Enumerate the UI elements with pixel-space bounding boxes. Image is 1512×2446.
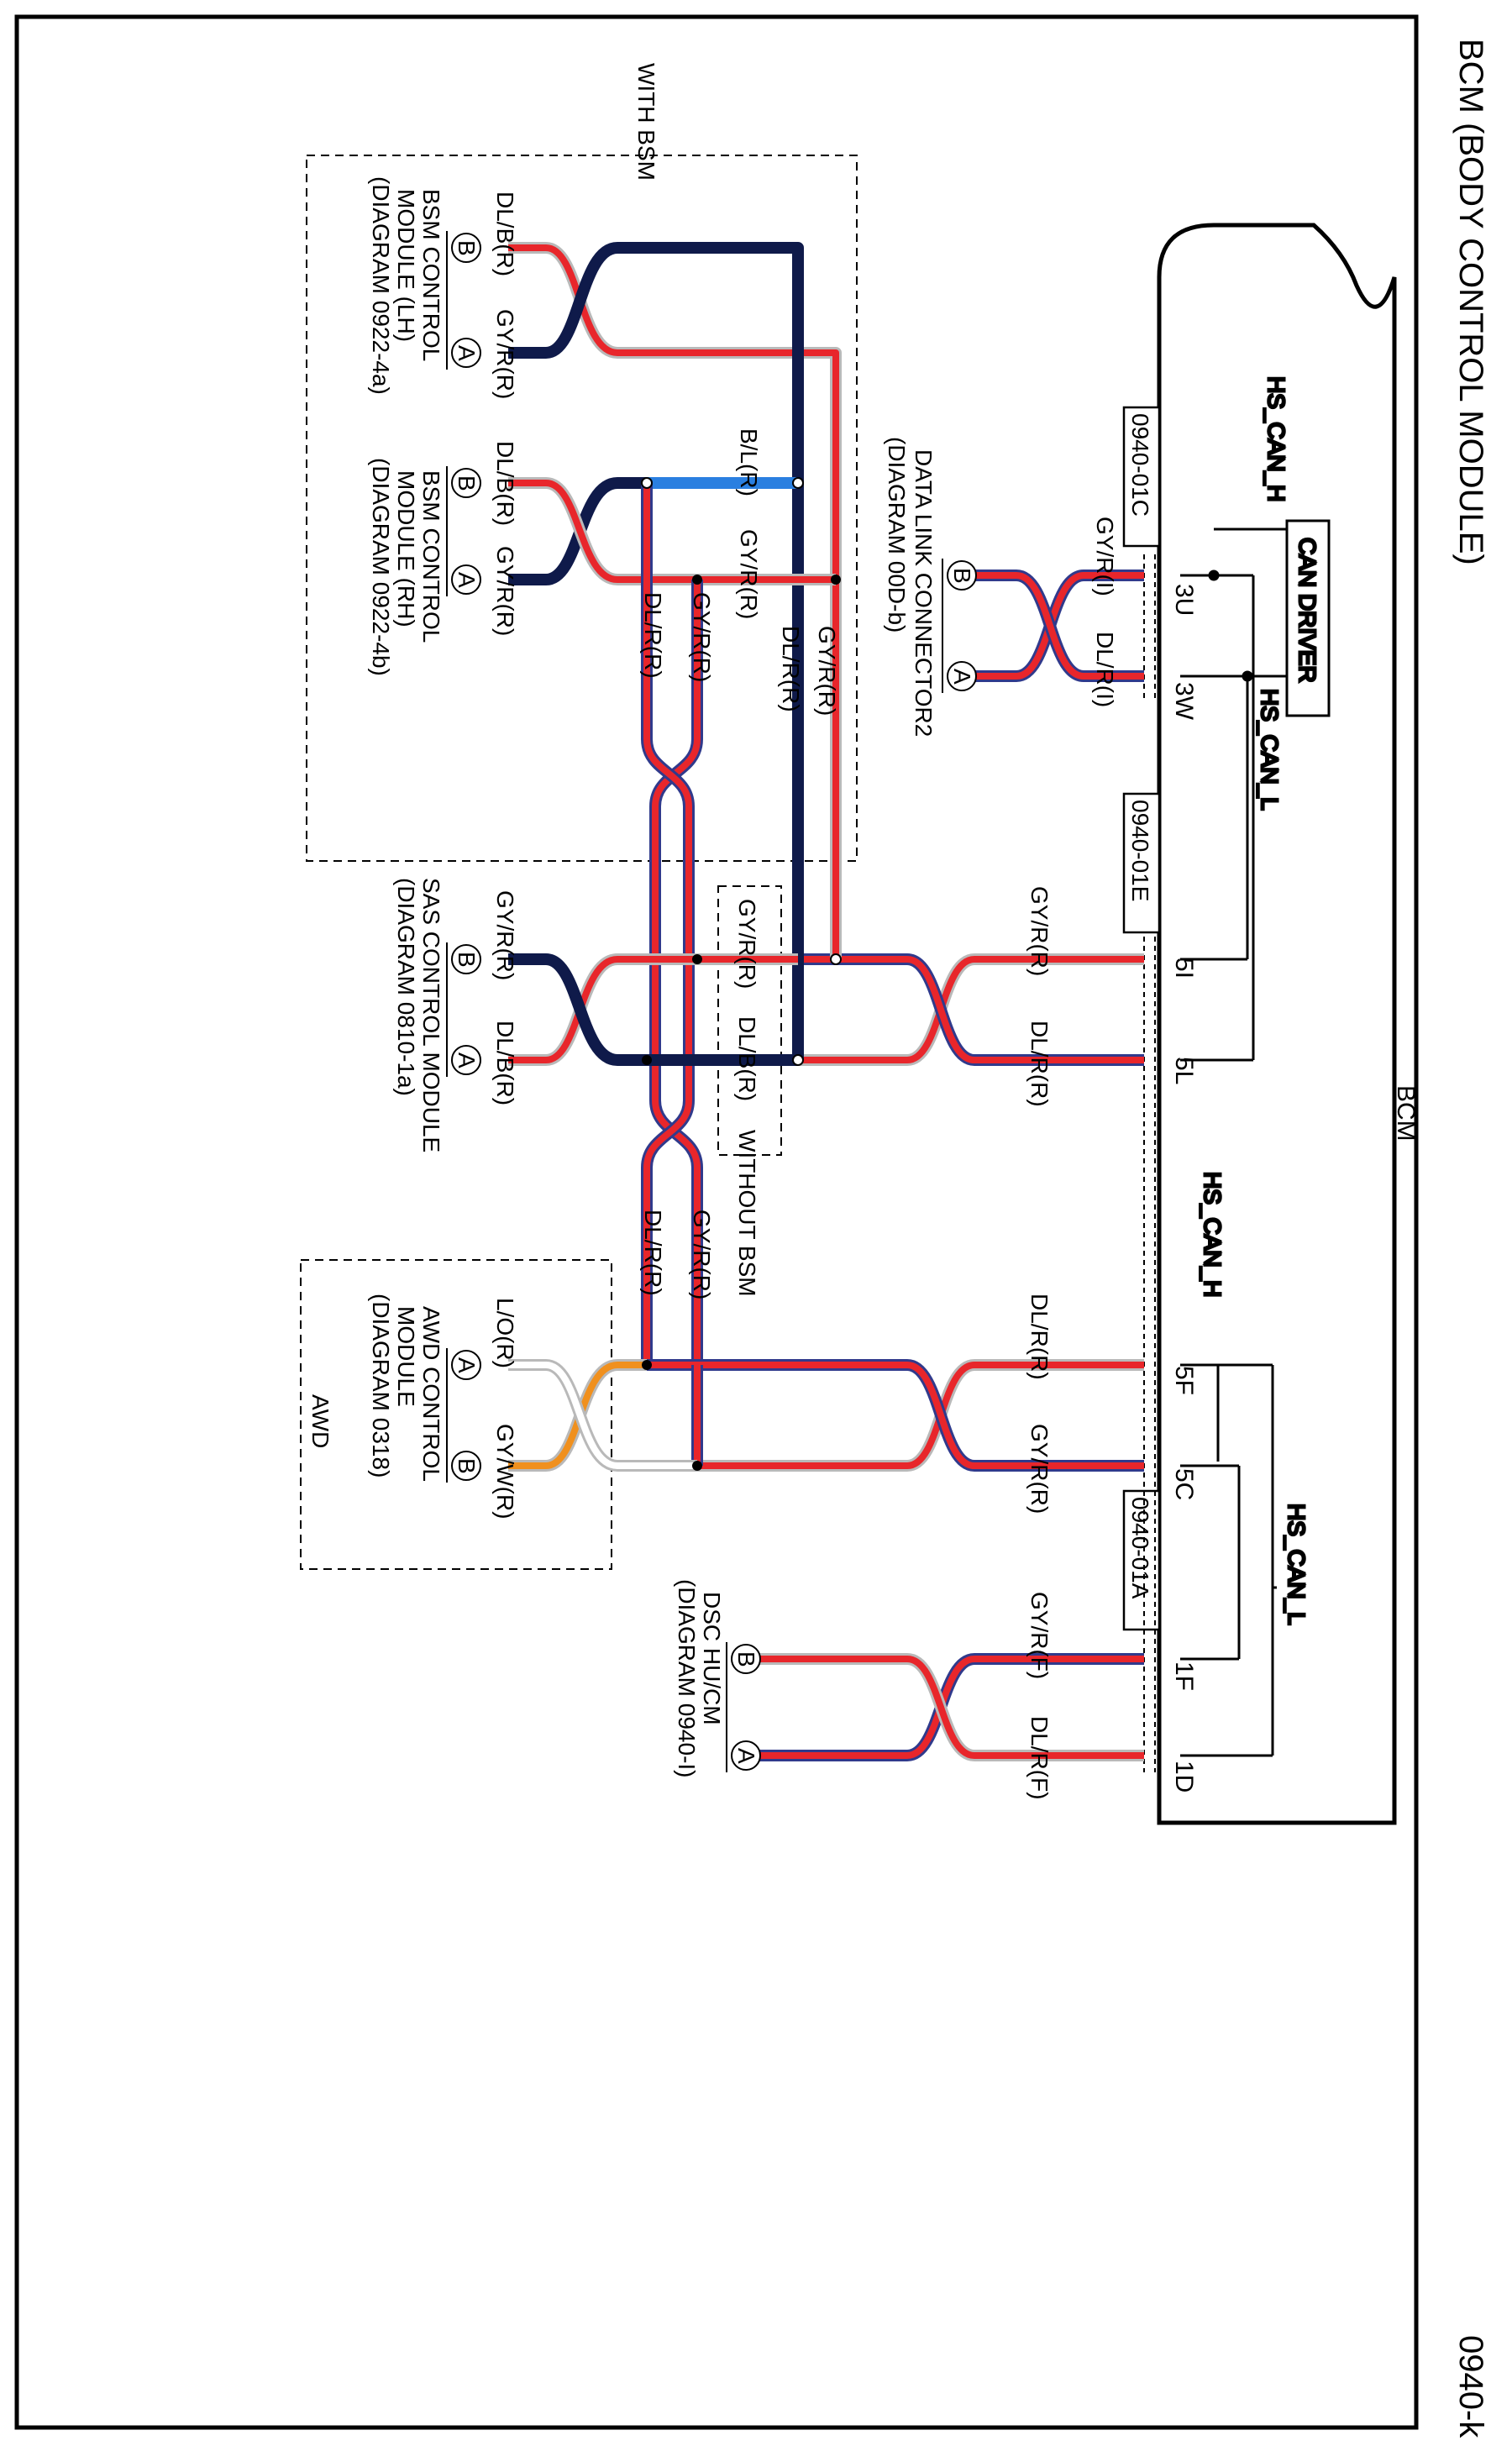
awd-option-label: AWD [307, 1394, 333, 1448]
svg-text:GY/W(R): GY/W(R) [492, 1424, 518, 1520]
page-border [14, 14, 1419, 2430]
wire-label-nobsm-dl: DL/B(R) [734, 1016, 760, 1101]
bcm-pins: 3U 3W 5I 5L 5F 5C 1F 1D [1170, 584, 1198, 1793]
option-boxes [300, 155, 858, 1570]
svg-text:A: A [454, 1357, 480, 1373]
svg-text:B: B [454, 240, 480, 256]
wire-label-awd-gy: GY/R(R) [689, 1210, 715, 1299]
with-bsm-box [306, 155, 858, 862]
wire-label-dsc-gy: GY/R(F) [1026, 1592, 1053, 1679]
svg-text:DL/B(R): DL/B(R) [492, 1021, 518, 1105]
can-driver-box [1285, 519, 1331, 717]
pin-5I: 5I [1170, 958, 1198, 979]
svg-text:A: A [949, 669, 975, 685]
svg-text:B: B [454, 1458, 480, 1474]
wire-label-bsm-gy: GY/R(R) [736, 529, 762, 619]
svg-text:L/O(R): L/O(R) [492, 1298, 518, 1368]
wire-label-rh-dl: DL/R(R) [640, 592, 666, 679]
svg-text:(DIAGRAM 0810-1a): (DIAGRAM 0810-1a) [393, 878, 419, 1096]
svg-text:BSM CONTROL: BSM CONTROL [418, 189, 444, 361]
dlc-component: B A DATA LINK CONNECTOR2 (DIAGRAM 00D-b) [884, 437, 977, 737]
svg-text:GY/R(R): GY/R(R) [492, 890, 518, 980]
hs-can-l-upper: HS_CAN_L [1257, 689, 1283, 811]
svg-text:B: B [454, 475, 480, 491]
svg-text:GY/R(R): GY/R(R) [492, 309, 518, 399]
wire-label-rh-gy: GY/R(R) [689, 592, 715, 682]
svg-text:SAS CONTROL MODULE: SAS CONTROL MODULE [418, 878, 444, 1152]
bcm-internal: CAN DRIVER HS_CAN_H HS_CAN_L HS_CAN_H HS… [1180, 375, 1331, 1757]
page-title: BCM (BODY CONTROL MODULE) [1452, 39, 1489, 565]
svg-text:DL/B(R): DL/B(R) [492, 441, 518, 526]
wire-label-a-gy: GY/R(R) [1026, 1424, 1053, 1514]
diagram-id: 0940-k [1452, 2335, 1489, 2438]
pin-5C: 5C [1170, 1468, 1198, 1500]
wire-label-nobsm-gy: GY/R(R) [734, 899, 760, 989]
wires [508, 242, 1144, 1761]
svg-text:AWD CONTROL: AWD CONTROL [418, 1306, 444, 1482]
wire-label-dlc-dl: DL/R(I) [1092, 632, 1118, 707]
wire-labels: GY/R(I) DL/R(I) GY/R(R) DL/R(R) DL/R(R) … [640, 428, 1118, 1800]
connector-0940-01A: 0940-01A [1127, 1497, 1153, 1599]
hs-can-h-upper: HS_CAN_H [1263, 376, 1289, 501]
svg-text:DSC HU/CM: DSC HU/CM [699, 1592, 725, 1725]
wire-label-dlc-gy: GY/R(I) [1092, 517, 1118, 596]
svg-text:BSM CONTROL: BSM CONTROL [418, 470, 444, 643]
hs-can-h-lower: HS_CAN_H [1200, 1172, 1226, 1297]
svg-text:(DIAGRAM 0940-I): (DIAGRAM 0940-I) [674, 1579, 700, 1778]
wire-label-bus-dl: DL/R(R) [778, 626, 804, 712]
svg-text:DL/B(R): DL/B(R) [492, 192, 518, 276]
svg-text:A: A [733, 1748, 759, 1764]
svg-text:MODULE (LH): MODULE (LH) [393, 189, 419, 342]
connector-0940-01C: 0940-01C [1127, 413, 1153, 517]
dsc-component: B A DSC HU/CM (DIAGRAM 0940-I) [674, 1579, 761, 1778]
svg-text:MODULE: MODULE [393, 1306, 419, 1407]
svg-text:A: A [454, 572, 480, 588]
svg-text:B: B [454, 952, 480, 968]
bcm-label: BCM [1392, 1085, 1420, 1142]
awd-box [300, 1259, 612, 1570]
wire-label-e-gy: GY/R(R) [1026, 886, 1053, 976]
svg-text:(DIAGRAM 0922-4b): (DIAGRAM 0922-4b) [368, 458, 394, 676]
svg-text:(DIAGRAM 0318): (DIAGRAM 0318) [368, 1294, 394, 1478]
pin-1D: 1D [1170, 1761, 1198, 1793]
without-bsm-box [717, 885, 782, 1156]
svg-text:GY/R(R): GY/R(R) [492, 546, 518, 636]
bsm-lh-component: DL/B(R) GY/R(R) B A BSM CONTROL MODULE (… [368, 176, 518, 399]
wire-label-awd-dl: DL/R(R) [640, 1210, 666, 1296]
with-bsm-label: WITH BSM [633, 63, 659, 181]
connector-0940-01E: 0940-01E [1127, 800, 1153, 901]
without-bsm-label: WITHOUT BSM [734, 1130, 760, 1297]
can-driver-label: CAN DRIVER [1294, 538, 1320, 683]
wire-label-dsc-dl: DL/R(F) [1026, 1716, 1053, 1800]
wire-label-a-dl: DL/R(R) [1026, 1294, 1053, 1380]
hs-can-l-lower: HS_CAN_L [1284, 1504, 1310, 1625]
wire-label-e-dl: DL/R(R) [1026, 1021, 1053, 1107]
connector-refs: 0940-01C 0940-01E 0940-01A [1122, 406, 1161, 1772]
splices [641, 477, 842, 1471]
bsm-rh-component: DL/B(R) GY/R(R) B A BSM CONTROL MODULE (… [368, 441, 518, 676]
dlc-ref: (DIAGRAM 00D-b) [884, 437, 910, 632]
awd-component: L/O(R) GY/W(R) A B AWD CONTROL MODULE (D… [368, 1294, 518, 1520]
wire-label-bsm-bl: B/L(R) [736, 428, 762, 496]
svg-text:A: A [454, 345, 480, 361]
svg-text:B: B [733, 1651, 759, 1667]
svg-text:B: B [949, 568, 975, 584]
pin-3W: 3W [1170, 682, 1198, 721]
dlc-name: DATA LINK CONNECTOR2 [911, 449, 937, 737]
sas-component: GY/R(R) DL/B(R) B A SAS CONTROL MODULE (… [393, 878, 518, 1152]
pin-3U: 3U [1170, 584, 1198, 616]
svg-text:A: A [454, 1052, 480, 1068]
wire-label-bus-gy: GY/R(R) [814, 626, 840, 716]
svg-text:MODULE (RH): MODULE (RH) [393, 470, 419, 627]
pin-1F: 1F [1170, 1661, 1198, 1691]
svg-text:(DIAGRAM 0922-4a): (DIAGRAM 0922-4a) [368, 176, 394, 395]
pin-5F: 5F [1170, 1366, 1198, 1395]
pin-5L: 5L [1170, 1057, 1198, 1084]
